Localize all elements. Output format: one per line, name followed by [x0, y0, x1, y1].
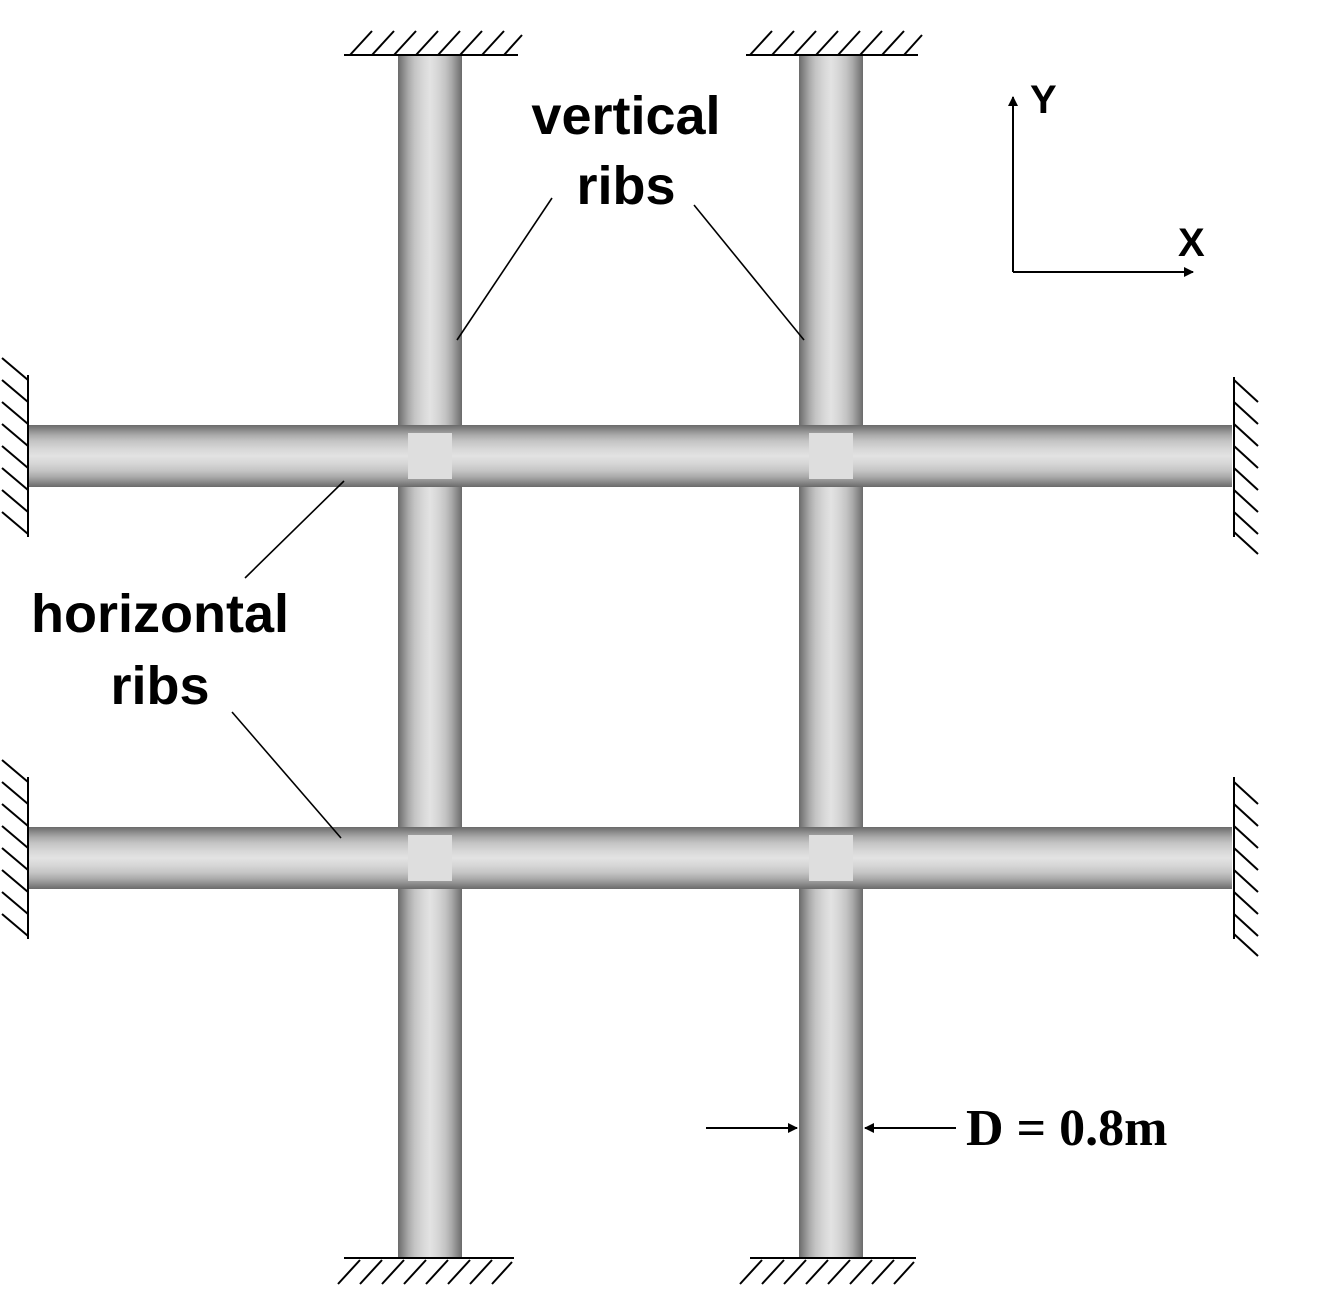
junction-bottom-right [809, 835, 853, 881]
horizontal-rib-bottom [28, 827, 1232, 889]
leader-vertical-right [693, 204, 805, 341]
support-top-left [344, 30, 523, 56]
ribs [28, 55, 1232, 1258]
leader-vertical-left [456, 197, 553, 341]
supports [1, 30, 1259, 1285]
leader-horizontal-bottom [231, 711, 342, 839]
leader-horizontal-top [244, 480, 345, 579]
junction-bottom-left [408, 835, 452, 881]
support-right-bottom [1233, 777, 1259, 957]
junction-top-right [809, 433, 853, 479]
support-bottom-right [739, 1257, 916, 1285]
support-left-bottom [1, 759, 29, 939]
axes [1008, 96, 1194, 277]
support-right-top [1233, 377, 1259, 555]
junction-top-left [408, 433, 452, 479]
dimension-label: D = 0.8m [966, 1100, 1168, 1157]
vertical-ribs-label-line1: vertical [531, 86, 720, 146]
vertical-rib-right [799, 55, 863, 1258]
support-top-right [746, 30, 923, 56]
support-left-top [1, 357, 29, 537]
support-bottom-left [337, 1257, 514, 1285]
x-axis-label: X [1178, 221, 1205, 265]
leader-lines [231, 197, 805, 839]
horizontal-ribs-label-line2: ribs [110, 656, 209, 716]
vertical-rib-left [398, 55, 462, 1258]
horizontal-rib-top [28, 425, 1232, 487]
horizontal-ribs-label-line1: horizontal [31, 584, 289, 644]
y-axis-label: Y [1030, 78, 1057, 122]
vertical-ribs-label-line2: ribs [576, 156, 675, 216]
